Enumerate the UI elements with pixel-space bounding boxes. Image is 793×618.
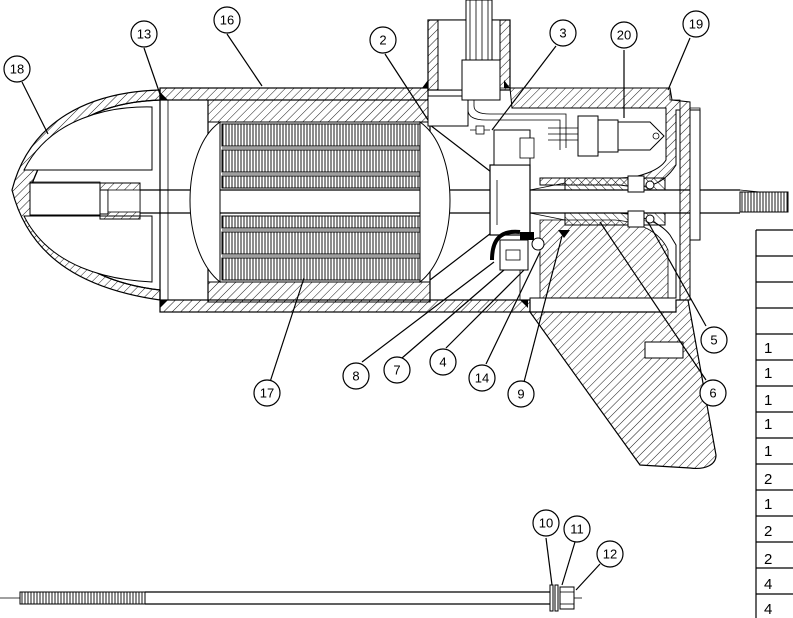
callout-13: 13 <box>130 20 158 48</box>
callout-8: 8 <box>342 362 370 390</box>
qty-cell: 1 <box>764 416 772 433</box>
qty-cell: 1 <box>764 496 772 513</box>
callout-19-label: 19 <box>689 17 703 32</box>
stator-core <box>189 121 451 284</box>
callout-3: 3 <box>549 19 577 47</box>
callout-5-label: 5 <box>710 333 717 348</box>
callout-18: 18 <box>3 55 31 83</box>
callout-10: 10 <box>532 509 560 537</box>
callout-14-label: 14 <box>475 371 489 386</box>
callout-2: 2 <box>369 26 397 54</box>
callout-3-label: 3 <box>559 26 566 41</box>
callouts: 18 13 16 2 3 20 19 17 8 7 4 14 9 5 6 10 … <box>3 6 728 568</box>
callout-6: 6 <box>699 379 727 407</box>
callout-18-label: 18 <box>10 62 24 77</box>
callout-5: 5 <box>700 326 728 354</box>
callout-8-label: 8 <box>352 369 359 384</box>
mounting-fin <box>528 299 717 470</box>
qty-cell: 1 <box>764 392 772 409</box>
callout-17: 17 <box>253 379 281 407</box>
through-bolt <box>0 584 582 612</box>
callout-16-label: 16 <box>220 13 234 28</box>
callout-20-label: 20 <box>617 28 631 43</box>
leader-lines <box>21 33 707 591</box>
qty-cell: 2 <box>764 471 772 488</box>
callout-12-label: 12 <box>603 547 617 562</box>
qty-cell: 1 <box>764 443 772 460</box>
callout-9-label: 9 <box>517 387 524 402</box>
callout-13-label: 13 <box>137 27 151 42</box>
callout-19: 19 <box>682 10 710 38</box>
qty-cell: 2 <box>764 523 772 540</box>
callout-14: 14 <box>468 364 496 392</box>
qty-cell: 4 <box>764 576 772 593</box>
cable-gland <box>427 0 567 150</box>
qty-cell: 4 <box>764 601 772 618</box>
qty-cell: 1 <box>764 340 772 357</box>
callout-11: 11 <box>563 515 591 543</box>
qty-cell: 1 <box>764 365 772 382</box>
callout-4: 4 <box>429 348 457 376</box>
callout-6-label: 6 <box>709 386 716 401</box>
bearing-seal <box>529 175 666 228</box>
nose-cone <box>11 89 161 301</box>
qty-cell: 2 <box>764 551 772 568</box>
callout-12: 12 <box>596 540 624 568</box>
callout-2-label: 2 <box>379 33 386 48</box>
callout-11-label: 11 <box>570 522 584 537</box>
callout-20: 20 <box>610 21 638 49</box>
parts-list-quantity-column: 1 1 1 1 1 2 1 2 2 4 4 <box>755 229 793 618</box>
corner-welds <box>160 80 528 308</box>
callout-17-label: 17 <box>260 386 274 401</box>
callout-9: 9 <box>507 380 535 408</box>
callout-7: 7 <box>383 356 411 384</box>
callout-7-label: 7 <box>393 363 400 378</box>
terminal-connector <box>548 115 665 157</box>
end-bell-cone <box>427 95 535 281</box>
callout-16: 16 <box>213 6 241 34</box>
callout-10-label: 10 <box>539 516 553 531</box>
callout-4-label: 4 <box>439 355 446 370</box>
lower-hardware <box>490 229 570 300</box>
